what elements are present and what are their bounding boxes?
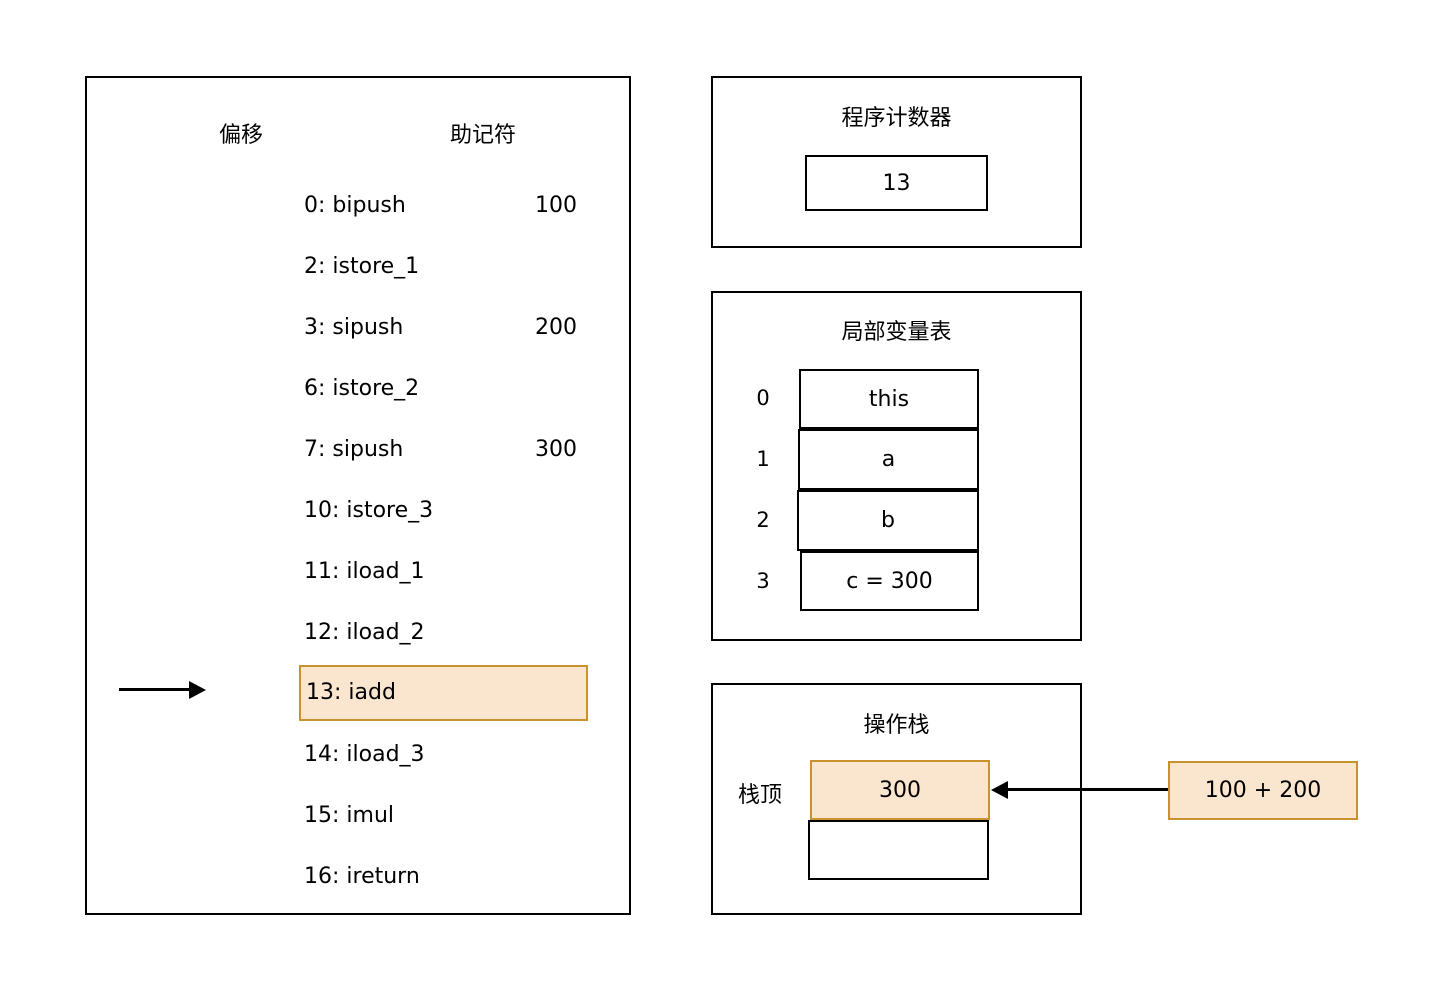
local-slot-value: c = 300 [846,568,933,594]
local-variable-table-title: 局部变量表 [841,320,952,345]
bytecode-operand: 200 [535,315,577,340]
bytecode-offset: 16: ireturn [304,864,420,889]
program-counter-value: 13 [882,170,911,196]
local-slot-cell: b [797,490,979,551]
bytecode-operand: 300 [535,437,577,462]
bytecode-offset: 15: imul [304,803,394,828]
local-slot-value: b [881,508,895,533]
operand-stack-cell-empty [808,820,989,880]
column-header-mnemonic: 助记符 [450,123,517,148]
bytecode-offset: 13: iadd [306,680,396,705]
bytecode-offset: 7: sipush [304,437,404,462]
arrow-right-icon [189,681,206,699]
local-slot-cell: this [799,369,979,429]
stack-top-label: 栈顶 [738,783,783,808]
bytecode-offset: 2: istore_1 [304,254,420,279]
local-slot-index: 0 [756,386,770,410]
bytecode-offset: 6: istore_2 [304,376,420,401]
local-slot-value: this [868,386,910,412]
local-slot-cell: c = 300 [800,551,979,611]
bytecode-operand: 100 [535,193,577,218]
callout-box: 100 + 200 [1168,761,1358,820]
bytecode-offset: 14: iload_3 [304,742,425,767]
bytecode-offset: 12: iload_2 [304,620,425,645]
bytecode-offset: 0: bipush [304,193,406,218]
bytecode-listing-panel: 偏移 助记符 0: bipush 100 2: istore_1 3: sipu… [85,76,631,915]
callout-text: 100 + 200 [1204,778,1322,803]
local-slot-value: a [881,447,896,472]
bytecode-row-current[interactable]: 13: iadd [299,665,588,721]
program-counter-title: 程序计数器 [841,106,952,131]
bytecode-offset: 3: sipush [304,315,404,340]
local-slot-index: 1 [756,447,770,471]
column-header-offset: 偏移 [219,123,264,148]
program-counter-value-box: 13 [805,155,988,211]
operand-stack-cell-top: 300 [810,760,990,820]
operand-stack-value: 300 [879,777,921,803]
local-slot-cell: a [798,429,979,490]
bytecode-offset: 10: istore_3 [304,498,434,523]
bytecode-offset: 11: iload_1 [304,559,425,584]
operand-stack-title: 操作栈 [863,713,930,738]
current-instruction-arrow-line [119,688,191,691]
local-slot-index: 2 [756,508,770,532]
local-slot-index: 3 [756,569,770,593]
arrow-left-icon [991,781,1008,799]
callout-arrow-line [1008,788,1168,791]
